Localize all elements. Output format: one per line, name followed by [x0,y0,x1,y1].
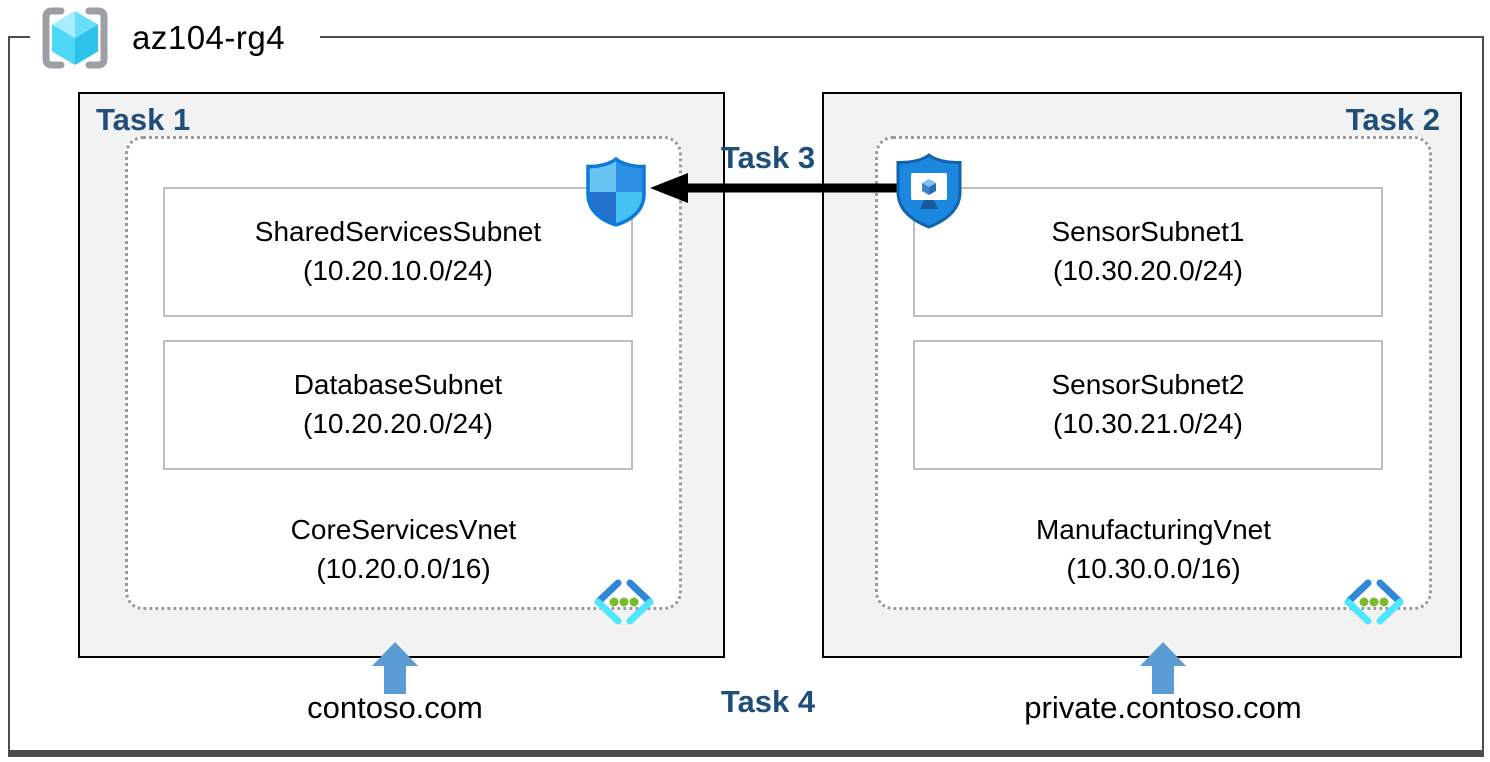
task2-label: Task 2 [1345,102,1440,137]
task2-box: Task 2 SensorSubnet1 (10.30.20.0/24) Sen… [822,92,1462,658]
up-arrow-icon [372,642,418,694]
frame-gap [30,33,320,41]
subnet-cidr: (10.20.20.0/24) [303,408,493,439]
vnet-caption: CoreServicesVnet (10.20.0.0/16) [128,511,679,588]
subnet-name: SensorSubnet1 [1051,216,1245,248]
manufacturing-vnet: SensorSubnet1 (10.30.20.0/24) SensorSubn… [875,136,1432,625]
sensor-subnet-1: SensorSubnet1 (10.30.20.0/24) [913,187,1383,317]
task1-label: Task 1 [96,102,191,137]
dns-zone-label: contoso.com [307,690,483,725]
dns-zone-label: private.contoso.com [1024,690,1302,725]
virtual-network-icon [1344,579,1404,625]
subnet-cidr: (10.20.10.0/24) [303,255,493,286]
core-services-vnet: SharedServicesSubnet (10.20.10.0/24) Dat… [125,136,682,625]
resource-group-icon [42,7,108,69]
vnet-name: CoreServicesVnet [290,514,517,545]
left-arrow [650,173,898,203]
network-security-group-shield-icon [586,156,646,227]
resource-group-frame [8,36,1484,757]
vnet-cidr: (10.20.0.0/16) [316,552,491,584]
bastion-shield-monitor-icon [896,153,962,229]
subnet-name: SharedServicesSubnet [254,216,542,248]
subnet-name: DatabaseSubnet [293,369,503,401]
task3-label: Task 3 [720,140,816,175]
vnet-name: ManufacturingVnet [1035,514,1272,545]
resource-group-name: az104-rg4 [132,19,286,56]
subnet-cidr: (10.30.20.0/24) [1053,255,1243,286]
subnet-name: SensorSubnet2 [1051,369,1245,401]
task1-box: Task 1 SharedServicesSubnet (10.20.10.0/… [78,92,725,658]
vnet-caption: ManufacturingVnet (10.30.0.0/16) [878,511,1429,588]
shared-services-subnet: SharedServicesSubnet (10.20.10.0/24) [163,187,633,317]
database-subnet: DatabaseSubnet (10.20.20.0/24) [163,340,633,470]
subnet-cidr: (10.30.21.0/24) [1053,408,1243,439]
sensor-subnet-2: SensorSubnet2 (10.30.21.0/24) [913,340,1383,470]
virtual-network-icon [594,579,654,625]
task4-label: Task 4 [720,684,816,719]
up-arrow-icon [1140,642,1186,694]
vnet-cidr: (10.30.0.0/16) [1066,552,1241,584]
